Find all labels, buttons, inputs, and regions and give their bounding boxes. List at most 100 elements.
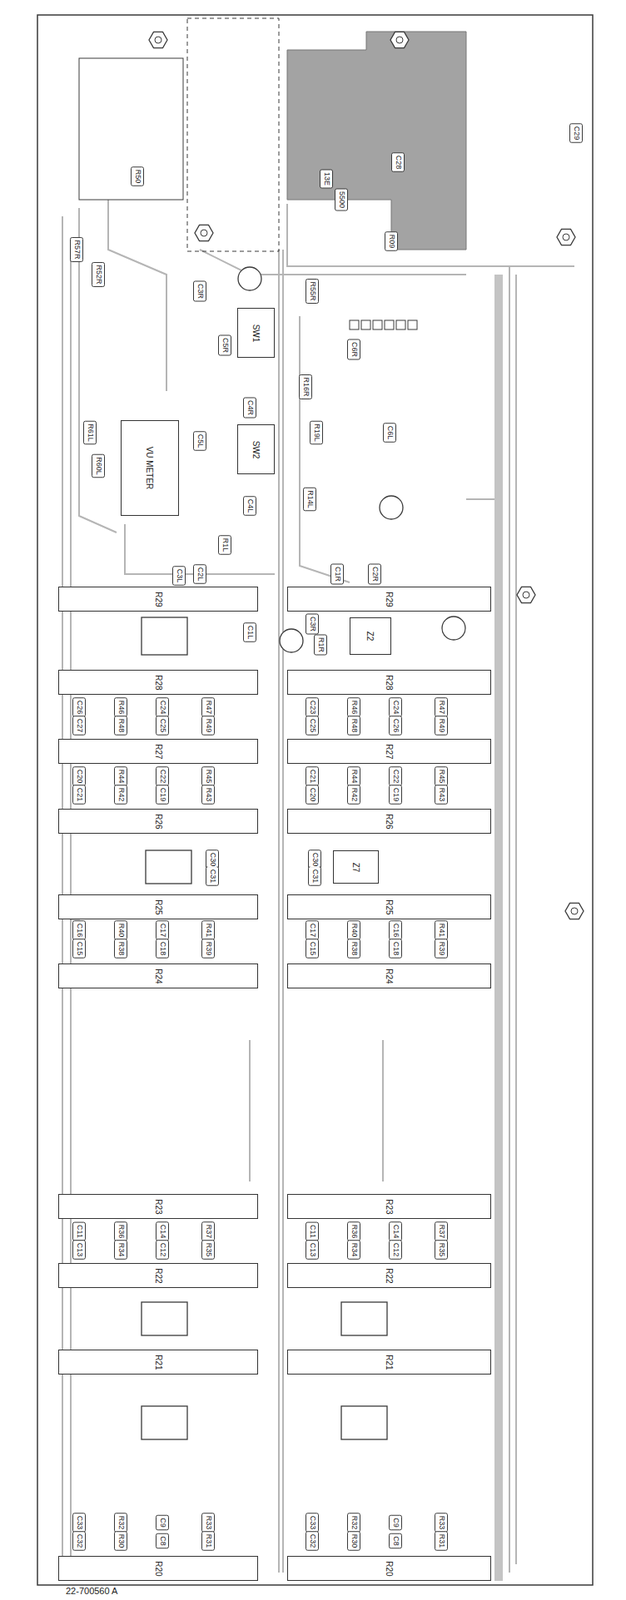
trace bbox=[508, 266, 511, 1574]
component-outline bbox=[243, 397, 257, 418]
part-label: 13E bbox=[322, 171, 332, 187]
part-label: R26 bbox=[384, 814, 394, 830]
part-label: R45 bbox=[437, 769, 447, 785]
component-outline bbox=[193, 432, 207, 452]
part-label: Z7 bbox=[351, 862, 361, 873]
component-outline bbox=[308, 867, 322, 887]
component-outline bbox=[331, 564, 344, 585]
component-outline bbox=[156, 1222, 169, 1243]
component-outline bbox=[73, 1222, 86, 1242]
part-label: C8 bbox=[391, 1535, 401, 1548]
resistor-band: R28 bbox=[287, 670, 492, 696]
part-label: R20 bbox=[384, 1561, 394, 1577]
component-outline bbox=[73, 698, 86, 718]
board-number: 22-700560 A bbox=[64, 1586, 119, 1597]
part-label: C23 bbox=[308, 700, 318, 716]
resistor-band: R27 bbox=[287, 739, 492, 765]
component-outline bbox=[306, 1222, 319, 1242]
component-outline bbox=[435, 1514, 448, 1534]
part-label: C12 bbox=[158, 1242, 168, 1259]
part-label: C30 bbox=[208, 852, 218, 869]
component-outline bbox=[70, 237, 84, 262]
trace bbox=[248, 1040, 251, 1183]
component-outline bbox=[306, 767, 319, 787]
component-outline bbox=[435, 698, 448, 718]
resistor-band: R27 bbox=[58, 739, 259, 765]
meter-box: VU METER bbox=[120, 420, 179, 517]
part-label: R38 bbox=[349, 941, 359, 958]
component-outline bbox=[306, 939, 319, 959]
component-outline bbox=[389, 716, 403, 736]
connector-pads bbox=[349, 320, 418, 330]
resistor-band: R29 bbox=[287, 586, 492, 612]
component-outline bbox=[114, 1241, 128, 1261]
hex-nut bbox=[565, 903, 584, 920]
resistor-band: R26 bbox=[287, 809, 492, 835]
component-outline bbox=[206, 850, 219, 870]
part-label: R28 bbox=[384, 675, 394, 691]
trimmer-pot bbox=[379, 496, 403, 520]
hex-nut bbox=[556, 228, 576, 245]
component-outline bbox=[131, 167, 145, 187]
part-label: C24 bbox=[158, 700, 168, 716]
part-label: R14L bbox=[305, 489, 315, 510]
part-label: C21 bbox=[308, 769, 318, 785]
component-outline bbox=[435, 767, 448, 787]
part-label: C11 bbox=[308, 1224, 318, 1240]
part-label: R41 bbox=[437, 923, 447, 939]
component-outline bbox=[306, 698, 319, 718]
component-outline bbox=[114, 921, 128, 941]
pad bbox=[361, 320, 371, 330]
part-label: R38 bbox=[116, 941, 126, 958]
part-label: C30 bbox=[310, 852, 320, 869]
ic-package bbox=[341, 1406, 388, 1441]
part-label: R42 bbox=[116, 787, 126, 804]
component-outline bbox=[306, 1514, 319, 1534]
component-outline bbox=[202, 716, 215, 736]
hex-nut bbox=[390, 31, 409, 48]
part-label: R33 bbox=[437, 1515, 447, 1532]
component-outline bbox=[347, 785, 361, 805]
resistor-band: R21 bbox=[58, 1350, 259, 1376]
trace bbox=[108, 199, 167, 392]
trimmer-pot bbox=[442, 616, 466, 641]
part-label: R24 bbox=[153, 968, 163, 984]
component-outline bbox=[73, 1532, 86, 1552]
component-outline bbox=[306, 278, 319, 304]
part-label: R1L bbox=[220, 537, 230, 554]
trace bbox=[382, 1040, 384, 1183]
component-outline bbox=[243, 496, 257, 517]
component-outline bbox=[389, 785, 403, 805]
part-label: C8 bbox=[158, 1535, 168, 1548]
pad bbox=[396, 320, 406, 330]
battery-holder bbox=[79, 58, 184, 200]
resistor-band: R23 bbox=[287, 1194, 492, 1220]
resistor-band: R22 bbox=[287, 1263, 492, 1289]
component-outline bbox=[392, 153, 405, 173]
hole bbox=[200, 229, 208, 237]
part-label: C13 bbox=[308, 1242, 318, 1259]
part-label: R55R bbox=[308, 280, 318, 302]
component-outline bbox=[73, 767, 86, 787]
component-outline bbox=[202, 921, 215, 941]
resistor-band: R23 bbox=[58, 1194, 259, 1220]
part-label: C25 bbox=[308, 718, 318, 735]
component-outline bbox=[114, 1514, 128, 1534]
component-outline bbox=[218, 335, 232, 356]
part-label: R21 bbox=[384, 1355, 394, 1371]
component-outlines bbox=[70, 124, 583, 1552]
hex-outline bbox=[556, 228, 576, 245]
part-label: C4L bbox=[245, 498, 255, 515]
resistor-band: R24 bbox=[287, 963, 492, 989]
component-outline bbox=[202, 785, 215, 805]
component-outline bbox=[435, 939, 448, 959]
part-label: R29 bbox=[153, 591, 163, 607]
hex-outline bbox=[194, 224, 214, 241]
component-outline bbox=[347, 716, 361, 736]
component-outline bbox=[193, 565, 207, 585]
part-label: C3R bbox=[195, 283, 205, 300]
part-label: C3L bbox=[174, 568, 184, 585]
component-outline bbox=[435, 1241, 448, 1261]
ic-package bbox=[141, 617, 188, 656]
